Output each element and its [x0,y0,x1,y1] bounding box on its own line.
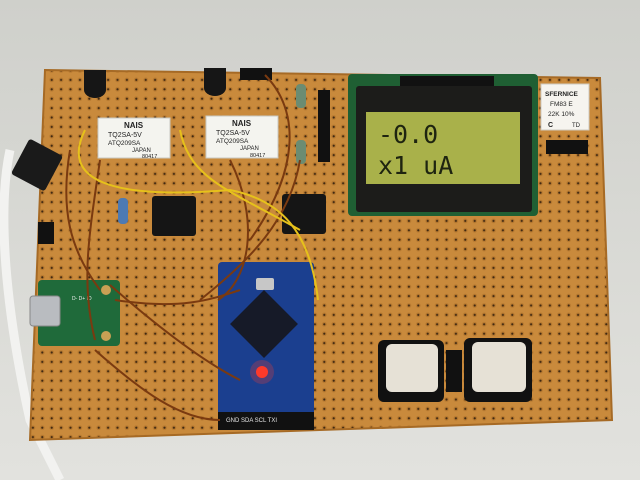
transistor-left [84,70,106,98]
ic-right [282,194,326,234]
trimmer-pot: SFERNICE FM83 E 22K 10% C TD [540,83,590,131]
header-pins-mid [318,90,330,162]
trimmer-pin-td: TD [572,123,581,129]
transistor-right [204,68,226,96]
usb-cable [0,149,65,480]
relay-left-origin: JAPAN [132,148,151,154]
reset-button [256,278,274,290]
resistor-top [296,84,306,108]
yellow-jumpers [77,129,319,301]
relay-right: NAIS TQ2SA-5V ATQ209SA JAPAN 80417 [205,115,279,159]
lcd-line-1: -0.0 [378,120,438,149]
resistor-left [118,198,128,224]
arduino-pin-labels: GND SDA SCL TXI [226,418,277,424]
relay-left-part: ATQ209SA [108,140,141,147]
trimmer-brand: SFERNICE [545,91,579,98]
header-pins-buttons [446,350,462,392]
lcd-line-2: x1 uA [378,151,453,180]
power-led [256,366,268,378]
relay-left-model: TQ2SA-5V [108,132,142,139]
relay-right-part: ATQ209SA [216,138,249,145]
micro-usb-port [29,295,61,327]
lcd-module: -0.0 x1 uA [348,74,538,216]
usb-board-pins: D- D+ ID [72,296,92,302]
trimmer-value: 22K 10% [548,111,575,118]
relay-right-model: TQ2SA-5V [216,130,250,137]
relay-right-brand: NAIS [232,119,252,128]
connector-left [11,139,63,191]
relay-left-code: 80417 [142,154,157,160]
header-pins-left [38,222,54,244]
header-pins-top [240,68,272,80]
header-pins-right [546,140,588,154]
microcontroller-chip [230,290,298,358]
relay-right-origin: JAPAN [240,146,259,152]
ic-left [152,196,196,236]
arduino-pro-mini: GND SDA SCL TXI [218,262,314,430]
relay-left-brand: NAIS [124,121,144,130]
lcd-screen [366,112,520,184]
trimmer-pin-c: C [548,122,553,129]
usb-board: D- D+ ID [29,280,120,346]
trimmer-model: FM83 E [550,101,573,108]
push-button-right [464,338,532,402]
relay-left: NAIS TQ2SA-5V ATQ209SA JAPAN 80417 [97,117,171,160]
resistor-mid [296,140,306,164]
wires [65,74,301,421]
relay-right-code: 80417 [250,153,265,159]
push-button-left [378,340,444,402]
